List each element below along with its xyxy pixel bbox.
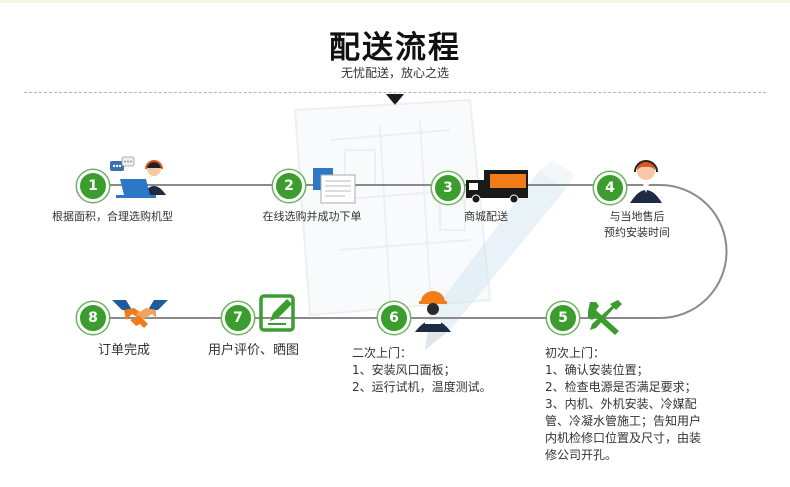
- step-5-detail-3: 3、内机、外机安装、冷媒配: [545, 397, 697, 411]
- step-6-heading: 二次上门：: [352, 346, 413, 360]
- step-5-detail-2: 2、检查电源是否满足要求；: [545, 380, 697, 394]
- step-5-detail-1: 1、确认安装位置；: [545, 363, 649, 377]
- step-2-label: 在线选购并成功下单: [262, 210, 362, 223]
- divider: [24, 92, 766, 93]
- document-order-icon: [313, 168, 356, 204]
- page-title: 配送流程: [329, 30, 461, 66]
- step-5-detail-6: 修公司开孔。: [545, 448, 618, 462]
- step-6-detail-1: 1、安装风口面板；: [352, 363, 456, 377]
- step-4-label-line2: 预约安装时间: [604, 226, 670, 239]
- step-5-details: 初次上门： 1、确认安装位置； 2、检查电源是否满足要求； 3、内机、外机安装、…: [545, 345, 701, 464]
- step-3-label: 商城配送: [464, 210, 508, 223]
- step-4-label: 与当地售后 预约安装时间: [592, 209, 682, 241]
- step-8-badge: 8: [77, 302, 109, 334]
- support-headset-icon: [630, 160, 662, 203]
- step-1-badge: 1: [77, 170, 109, 202]
- delivery-truck-icon: [466, 170, 528, 204]
- step-4-label-line1: 与当地售后: [609, 210, 665, 223]
- edit-review-icon: [259, 294, 295, 332]
- step-5-badge: 5: [547, 302, 579, 334]
- handshake-icon: [112, 300, 168, 328]
- step-7-badge: 7: [222, 302, 254, 334]
- step-8-label: 订单完成: [98, 343, 151, 358]
- step-5-heading: 初次上门：: [545, 346, 606, 360]
- page-subtitle: 无忧配送，放心之选: [340, 66, 449, 80]
- step-4-badge: 4: [594, 172, 626, 204]
- step-6-details: 二次上门： 1、安装风口面板； 2、运行试机，温度测试。: [352, 345, 492, 396]
- top-strip: [0, 0, 790, 3]
- down-arrow-icon: [386, 94, 404, 105]
- installer-worker-icon: [415, 291, 451, 332]
- wrench-screwdriver-icon: [588, 300, 622, 335]
- step-2-badge: 2: [273, 170, 305, 202]
- customer-service-agent-icon: [110, 156, 166, 198]
- step-1-label: 根据面积，合理选购机型: [52, 210, 173, 223]
- step-5-detail-5: 内机检修口位置及尺寸，由装: [545, 431, 702, 445]
- step-3-badge: 3: [432, 172, 464, 204]
- step-6-badge: 6: [378, 302, 410, 334]
- step-6-detail-2: 2、运行试机，温度测试。: [352, 380, 492, 394]
- step-5-detail-4: 管、冷凝水管施工；告知用户: [545, 414, 702, 428]
- step-7-label: 用户评价、晒图: [208, 343, 300, 358]
